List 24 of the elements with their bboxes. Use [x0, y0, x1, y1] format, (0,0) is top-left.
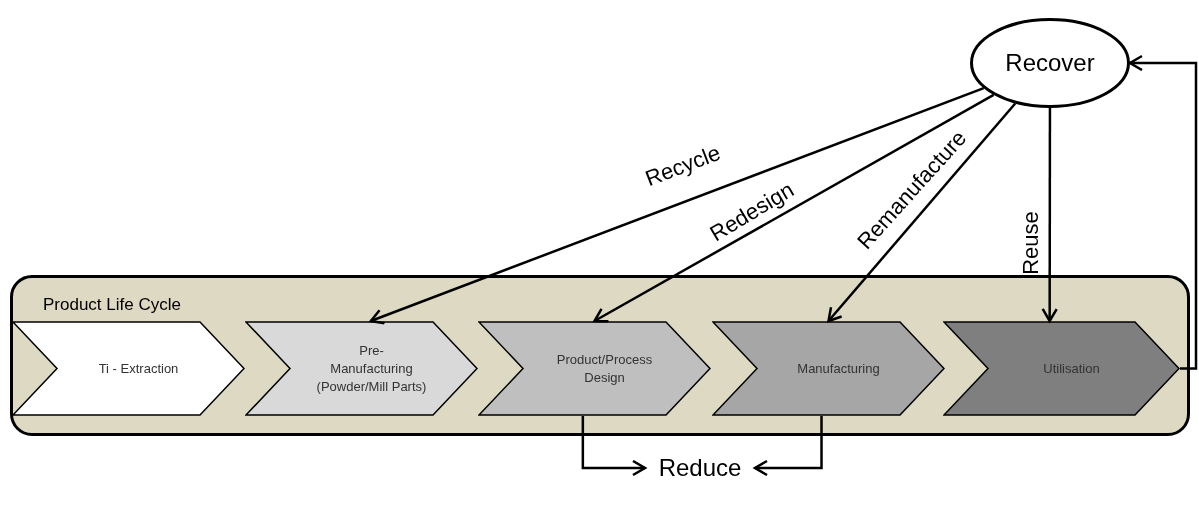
step-label: Manufacturing — [796, 359, 881, 378]
edge-label: Recycle — [642, 141, 724, 191]
arrow — [369, 87, 985, 325]
arrow — [593, 93, 995, 323]
arrow — [1041, 108, 1058, 323]
node-label: Reduce — [645, 452, 755, 484]
arrow — [1128, 54, 1198, 370]
node-label: Recover — [1005, 48, 1095, 78]
band-title: Product Life Cycle — [43, 296, 181, 313]
chevron-step — [943, 321, 1180, 416]
chevron-step — [12, 321, 245, 416]
chevron-step — [712, 321, 945, 416]
chevron-step — [478, 321, 711, 416]
step-label: Ti - Extraction — [97, 359, 180, 378]
edge-label: Reuse — [1020, 211, 1042, 275]
ellipse-node — [970, 18, 1130, 108]
arrow — [753, 416, 823, 477]
arrow — [581, 416, 647, 477]
chevron-step — [245, 321, 478, 416]
stage-band — [10, 275, 1190, 436]
arrow — [827, 102, 1017, 323]
step-label: Pre- Manufacturing (Powder/Mill Parts) — [316, 341, 427, 396]
step-label: Product/Process Design — [555, 350, 654, 387]
step-label: Utilisation — [1042, 359, 1101, 378]
